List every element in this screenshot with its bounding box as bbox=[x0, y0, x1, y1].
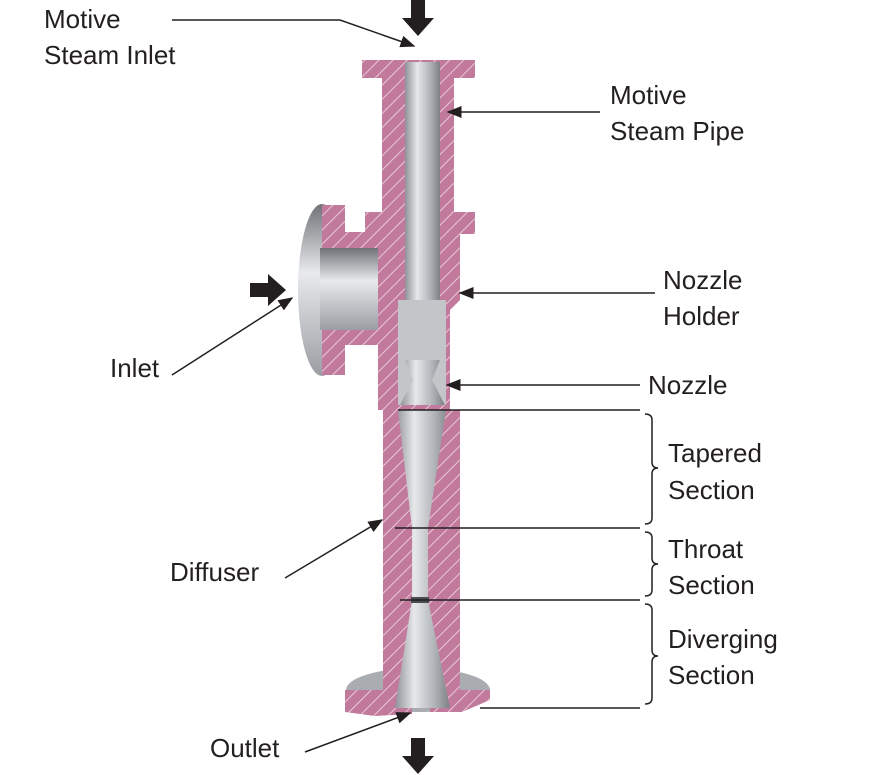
arrow-down-top-icon bbox=[402, 0, 434, 36]
outlet-flange-section bbox=[345, 690, 412, 716]
label-inlet: Inlet bbox=[110, 353, 160, 383]
label-diverging-section-1: Diverging bbox=[668, 624, 778, 654]
ejector-body bbox=[298, 60, 490, 716]
brace-tapered bbox=[644, 413, 659, 525]
label-nozzle-holder-1: Nozzle bbox=[663, 265, 742, 295]
label-tapered-section-1: Tapered bbox=[668, 438, 762, 468]
label-nozzle-holder-2: Holder bbox=[663, 301, 740, 331]
label-throat-section-1: Throat bbox=[668, 534, 744, 564]
label-tapered-section-2: Section bbox=[668, 475, 755, 505]
label-diffuser: Diffuser bbox=[170, 557, 259, 587]
leader-diffuser bbox=[284, 519, 384, 579]
arrow-right-inlet-icon bbox=[250, 274, 286, 306]
label-motive-steam-inlet-2: Steam Inlet bbox=[44, 40, 176, 70]
label-diverging-section-2: Section bbox=[668, 660, 755, 690]
label-motive-steam-pipe-1: Motive bbox=[610, 80, 687, 110]
label-motive-steam-pipe-2: Steam Pipe bbox=[610, 116, 744, 146]
brace-throat bbox=[644, 531, 659, 597]
label-motive-steam-inlet-1: Motive bbox=[44, 4, 121, 34]
diffuser-bore bbox=[395, 410, 450, 708]
brace-diverging bbox=[644, 603, 659, 705]
leader-inlet bbox=[171, 297, 294, 376]
label-throat-section-2: Section bbox=[668, 570, 755, 600]
leader-outlet bbox=[304, 712, 412, 753]
nozzle-cavity bbox=[398, 300, 446, 405]
arrow-down-outlet-icon bbox=[402, 738, 434, 774]
nozzle bbox=[400, 360, 445, 405]
label-outlet: Outlet bbox=[210, 733, 280, 763]
inlet-passage bbox=[320, 248, 392, 330]
leader-motive-steam-inlet bbox=[172, 19, 416, 48]
label-nozzle: Nozzle bbox=[648, 370, 727, 400]
